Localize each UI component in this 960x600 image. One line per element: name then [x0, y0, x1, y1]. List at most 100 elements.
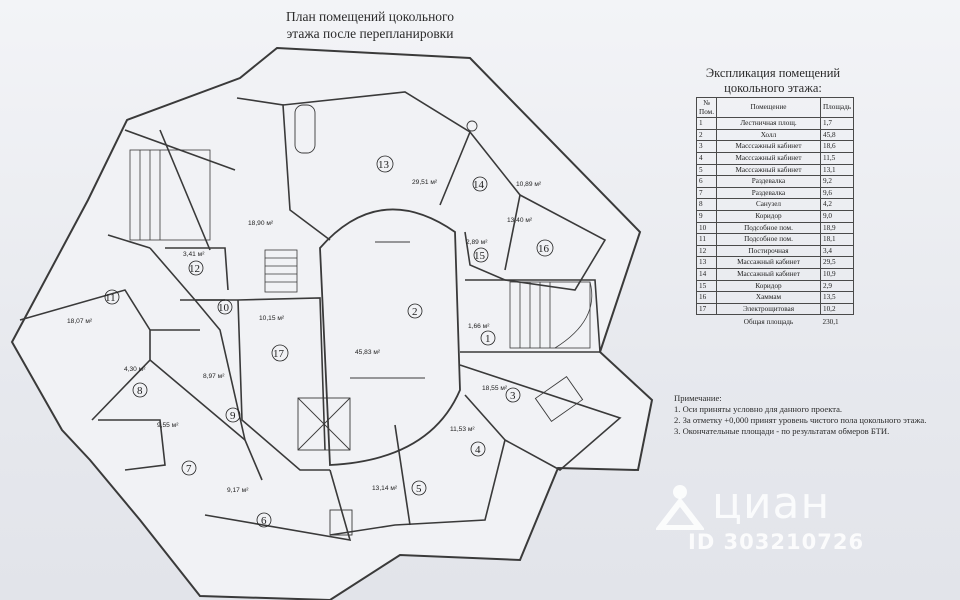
explication-cell-no: 1 — [696, 117, 717, 130]
total-label: Общая площадь — [743, 318, 794, 327]
explication-cell-name: Раздевалка — [716, 186, 821, 200]
explication-cell-area: 9,2 — [819, 175, 855, 188]
explication-cell-no: 15 — [696, 279, 717, 293]
explication-cell-name: Масссажный кабинет — [716, 163, 821, 177]
inner-walls — [19, 91, 622, 542]
room-number-15: 15 — [474, 250, 486, 262]
area-r5: 13,14 м² — [372, 485, 398, 492]
plan-title-line1: План помещений цокольного — [285, 9, 454, 24]
room-number-13: 13 — [378, 159, 390, 171]
explication-cell-area: 4,2 — [819, 198, 855, 211]
plan-title: План помещений цокольного этажа после пе… — [265, 8, 475, 42]
explication-cell-area: 13,5 — [819, 291, 855, 304]
room-number-17: 17 — [273, 348, 285, 360]
notes-heading: Примечание: — [674, 393, 722, 403]
explication-cell-name: Масссажный кабинет — [716, 151, 821, 165]
explication-cell-area: 10,9 — [819, 267, 855, 281]
explication-cell-name: Постирочная — [716, 244, 821, 258]
explication-cell-no: 7 — [696, 186, 717, 200]
fixtures — [294, 104, 584, 536]
explication-cell-area: 1,7 — [819, 117, 855, 130]
room-number-4: 4 — [475, 444, 481, 456]
explication-cell-name: Масссажный кабинет — [716, 140, 821, 153]
explication-title-line1: Экспликация помещений — [705, 66, 841, 80]
explication-cell-name: Подсобное пом. — [716, 233, 821, 246]
room-number-16: 16 — [538, 243, 550, 255]
room-number-14: 14 — [473, 179, 485, 191]
explication-cell-no: 4 — [696, 151, 717, 165]
area-r13: 29,51 м² — [412, 179, 438, 186]
explication-cell-name: Раздевалка — [716, 175, 821, 188]
room-number-7: 7 — [186, 463, 192, 475]
explication-cell-name: Коридор — [716, 279, 821, 293]
note-2: 2. За отметку +0,000 принят уровень чист… — [674, 415, 927, 425]
explication-cell-no: 16 — [696, 291, 717, 304]
explication-cell-no: 12 — [696, 244, 717, 258]
room-number-11: 11 — [105, 292, 116, 304]
explication-cell-no: 3 — [696, 140, 717, 153]
room-number-10: 10 — [218, 302, 230, 314]
room-number-12: 12 — [189, 263, 200, 275]
explication-cell-no: 13 — [696, 256, 717, 269]
area-r17: 10,15 м² — [259, 315, 285, 322]
room-numbers: 1 2 3 4 5 6 7 8 9 10 11 12 13 14 15 16 1… — [104, 155, 554, 528]
explication-cell-name: Холл — [716, 128, 821, 142]
total-spacer — [697, 315, 717, 328]
watermark-id: ID 303210726 — [688, 530, 865, 554]
room-number-1: 1 — [485, 333, 491, 345]
explication-cell-area: 18,6 — [819, 140, 855, 153]
area-r12: 3,41 м² — [183, 251, 205, 258]
explication-title-line2: цокольного этажа: — [724, 81, 822, 95]
explication-cell-name: Хаммам — [716, 291, 821, 304]
watermark-brand: циан — [712, 478, 831, 529]
explication-cell-name: Коридор — [716, 209, 821, 223]
room-number-6: 6 — [261, 515, 267, 527]
area-r2: 45,83 м² — [355, 349, 381, 356]
explication-cell-no: 11 — [696, 233, 717, 246]
explication-cell-area: 18,1 — [819, 233, 855, 246]
header-area: Площадь — [819, 96, 855, 119]
explication-cell-name: Лестничная площ. — [716, 117, 821, 130]
explication-cell-area: 29,5 — [819, 256, 855, 269]
room-number-8: 8 — [137, 385, 143, 397]
explication-cell-name: Санузел — [716, 198, 821, 211]
explication-cell-name: Подсобное пом. — [716, 221, 821, 235]
room-areas: 45,83 м² 18,55 м² 11,53 м² 13,14 м² 9,17… — [67, 179, 542, 494]
area-r6: 9,17 м² — [227, 487, 249, 494]
room-number-2: 2 — [412, 306, 418, 318]
room-number-3: 3 — [510, 390, 516, 402]
explication-cell-area: 3,4 — [819, 244, 855, 258]
explication-cell-no: 10 — [696, 221, 717, 235]
hall-wall — [319, 208, 461, 466]
area-r16: 13,40 м² — [507, 217, 533, 224]
explication-cell-area: 10,2 — [819, 302, 855, 316]
cian-logo-icon — [656, 485, 704, 530]
room-number-9: 9 — [230, 410, 236, 422]
explication-header-row: № Пом. Помещение Площадь — [696, 96, 855, 119]
total-value: 230,1 — [822, 318, 839, 327]
explication-cell-area: 11,5 — [819, 151, 855, 165]
room-number-5: 5 — [416, 483, 422, 495]
area-r1: 1,66 м² — [468, 323, 490, 330]
explication-cell-area: 18,9 — [819, 221, 855, 235]
explication-cell-no: 5 — [696, 163, 717, 177]
area-r7: 9,55 м² — [157, 422, 179, 429]
